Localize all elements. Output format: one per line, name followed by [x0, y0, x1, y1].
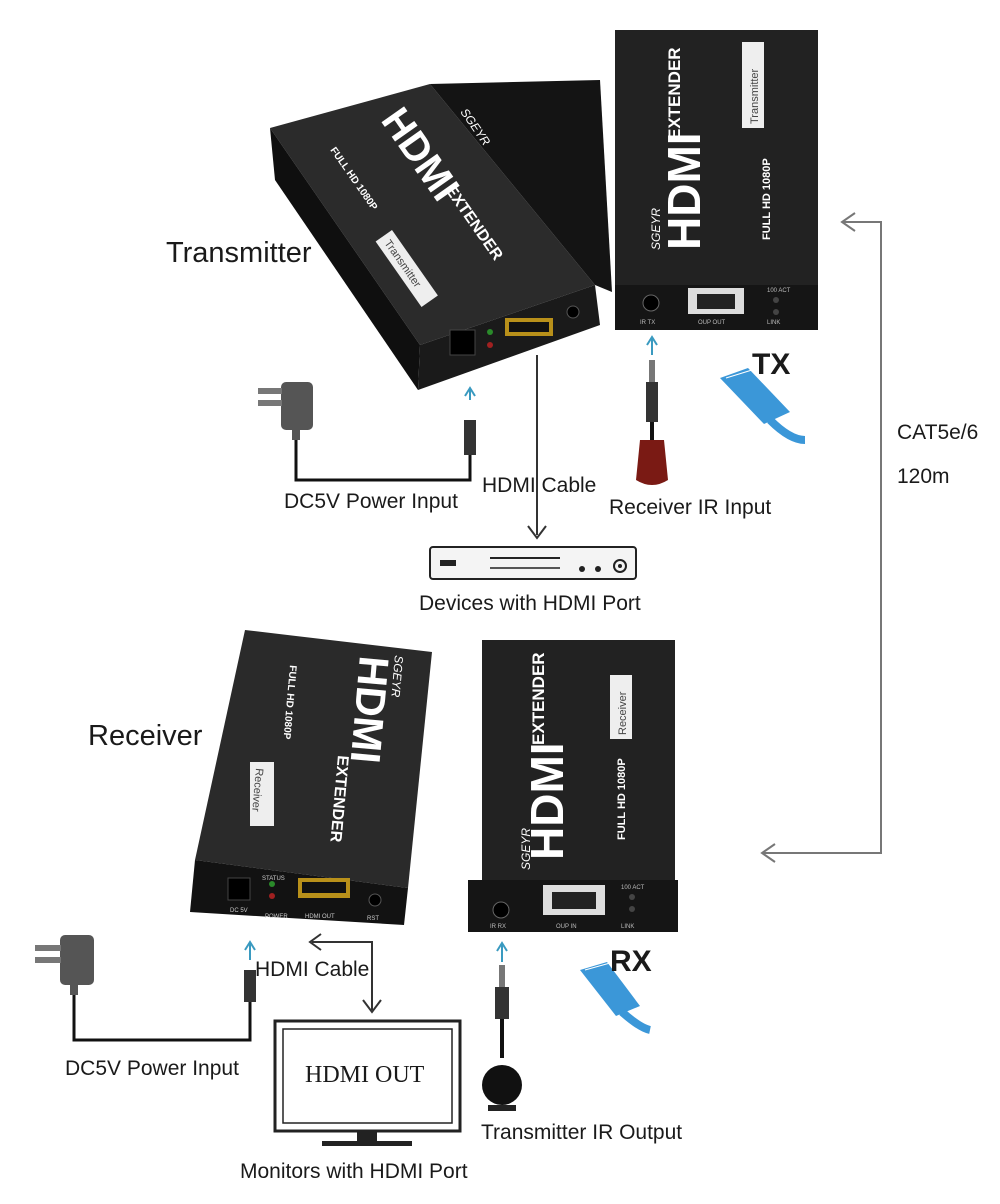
dc-power-label-bottom: DC5V Power Input	[65, 1057, 239, 1080]
transmitter-label: Transmitter	[166, 237, 312, 269]
svg-text:SGEYR: SGEYR	[388, 655, 406, 698]
devices-hdmi-label: Devices with HDMI Port	[419, 592, 641, 615]
svg-text:HDMI: HDMI	[342, 654, 398, 765]
hdmi-monitor	[273, 1019, 462, 1146]
distance-label: 120m	[897, 465, 950, 488]
hdmi-cable-arrow-bottom	[308, 933, 382, 1014]
power-adapter-bottom	[35, 935, 256, 1042]
svg-text:FULL HD 1080P: FULL HD 1080P	[616, 758, 628, 840]
monitor-screen-text: HDMI OUT	[305, 1062, 425, 1088]
svg-text:SGEYR: SGEYR	[519, 828, 533, 870]
hdmi-cable-label-bottom: HDMI Cable	[255, 958, 370, 981]
svg-text:100 ACT: 100 ACT	[621, 885, 645, 891]
monitors-hdmi-label: Monitors with HDMI Port	[240, 1160, 468, 1183]
svg-text:Transmitter: Transmitter	[749, 68, 761, 124]
svg-text:OUP IN: OUP IN	[556, 924, 577, 930]
svg-text:HDMI: HDMI	[521, 742, 573, 860]
svg-text:HDMI: HDMI	[658, 132, 710, 250]
cat-cable-label: CAT5e/6	[897, 421, 979, 444]
rx-label: RX	[610, 945, 652, 978]
transmitter-unit-front: SGEYR HDMI EXTENDER FULL HD 1080P Transm…	[615, 30, 818, 330]
svg-text:100 ACT: 100 ACT	[767, 288, 791, 294]
svg-text:Receiver: Receiver	[617, 691, 629, 735]
svg-text:DC 5V: DC 5V	[230, 908, 248, 914]
svg-text:POWER: POWER	[265, 914, 288, 920]
transmitter-unit-angled: SGEYR HDMI EXTENDER FULL HD 1080P Transm…	[270, 80, 612, 390]
ethernet-cable-tx-icon	[720, 368, 806, 444]
svg-text:LINK: LINK	[767, 320, 780, 326]
receiver-unit-front: SGEYR HDMI EXTENDER FULL HD 1080P Receiv…	[468, 640, 678, 932]
svg-text:FULL HD 1080P: FULL HD 1080P	[761, 158, 773, 240]
svg-text:IR TX: IR TX	[640, 320, 655, 326]
svg-text:HDMI OUT: HDMI OUT	[305, 914, 335, 920]
svg-text:EXTENDER: EXTENDER	[665, 47, 684, 140]
hdmi-cable-arrow-top	[527, 355, 547, 540]
ethernet-cable-rx-icon	[580, 962, 652, 1034]
transmitter-ir-output-label: Transmitter IR Output	[481, 1121, 683, 1144]
power-adapter-top	[258, 382, 476, 482]
hdmi-cable-label-top: HDMI Cable	[482, 474, 597, 497]
tx-label: TX	[752, 348, 791, 381]
svg-text:Receiver: Receiver	[249, 768, 265, 813]
ir-receiver-sensor	[636, 335, 668, 485]
svg-text:SGEYR: SGEYR	[649, 208, 663, 250]
dc-power-label-top: DC5V Power Input	[284, 490, 458, 513]
receiver-unit-angled: SGEYR HDMI EXTENDER FULL HD 1080P Receiv…	[190, 630, 432, 925]
svg-text:LINK: LINK	[621, 924, 634, 930]
hdmi-source-device	[429, 546, 637, 580]
svg-text:IR RX: IR RX	[490, 924, 506, 930]
svg-text:OUP OUT: OUP OUT	[698, 320, 726, 326]
receiver-label: Receiver	[88, 720, 203, 752]
cat-cable-connector-line	[760, 212, 882, 863]
receiver-ir-input-label: Receiver IR Input	[609, 496, 772, 519]
svg-text:EXTENDER: EXTENDER	[529, 652, 548, 745]
ir-emitter-sensor	[482, 941, 522, 1111]
svg-text:RST: RST	[367, 916, 379, 922]
svg-text:STATUS: STATUS	[262, 876, 285, 882]
